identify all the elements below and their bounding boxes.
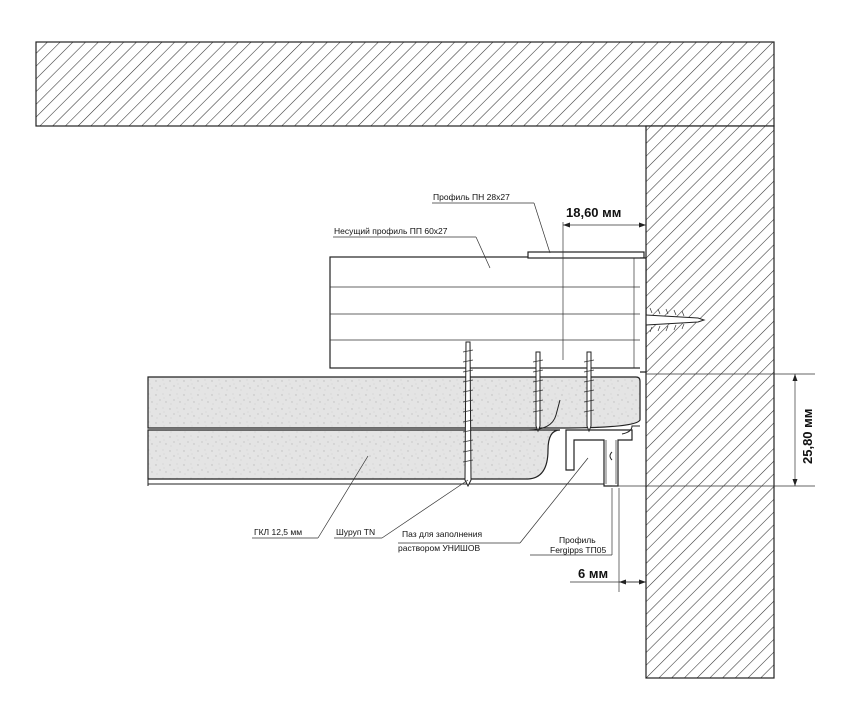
profile-pn-28x27	[527, 251, 647, 373]
dimension-bottom-gap-label: 6 мм	[578, 566, 608, 581]
gypsum-board-upper	[147, 376, 641, 429]
dimension-bottom-gap: 6 мм	[570, 488, 646, 592]
label-groove-line1: Паз для заполнения	[402, 529, 482, 539]
dimension-top-gap: 18,60 мм	[562, 205, 646, 360]
wall	[645, 125, 775, 679]
label-fergipps-line2: Fergipps ТП05	[550, 545, 606, 555]
label-groove-line2: раствором УНИШОВ	[398, 543, 480, 553]
label-gkl: ГКЛ 12,5 мм	[254, 527, 302, 537]
leader-screw: Шуруп TN	[334, 479, 469, 539]
leader-groove: Паз для заполнения раствором УНИШОВ	[398, 457, 589, 553]
dimension-vertical-label: 25,80 мм	[800, 409, 815, 464]
gypsum-board-lower	[147, 429, 561, 480]
label-screw: Шуруп TN	[336, 527, 375, 537]
leader-profile-pn: Профиль ПН 28х27	[432, 192, 551, 254]
label-profile-pn: Профиль ПН 28х27	[433, 192, 510, 202]
groove-curve	[527, 399, 561, 431]
screw-tn-1	[462, 341, 474, 488]
leader-gkl: ГКЛ 12,5 мм	[252, 455, 369, 539]
screw-tn-3	[583, 351, 595, 433]
dimension-top-gap-label: 18,60 мм	[566, 205, 621, 220]
label-profile-pp: Несущий профиль ПП 60х27	[334, 226, 448, 236]
profile-pp-60x27	[329, 256, 643, 369]
dimension-vertical: 25,80 мм	[612, 373, 815, 487]
label-fergipps-line1: Профиль	[559, 535, 596, 545]
leader-profile-pp: Несущий профиль ПП 60х27	[333, 226, 491, 269]
ceiling-slab	[35, 41, 775, 127]
screw-tn-2	[532, 351, 544, 433]
fergipps-tp05-profile	[565, 425, 640, 487]
wall-dowel	[645, 307, 706, 333]
leader-fergipps: Профиль Fergipps ТП05	[530, 488, 613, 556]
